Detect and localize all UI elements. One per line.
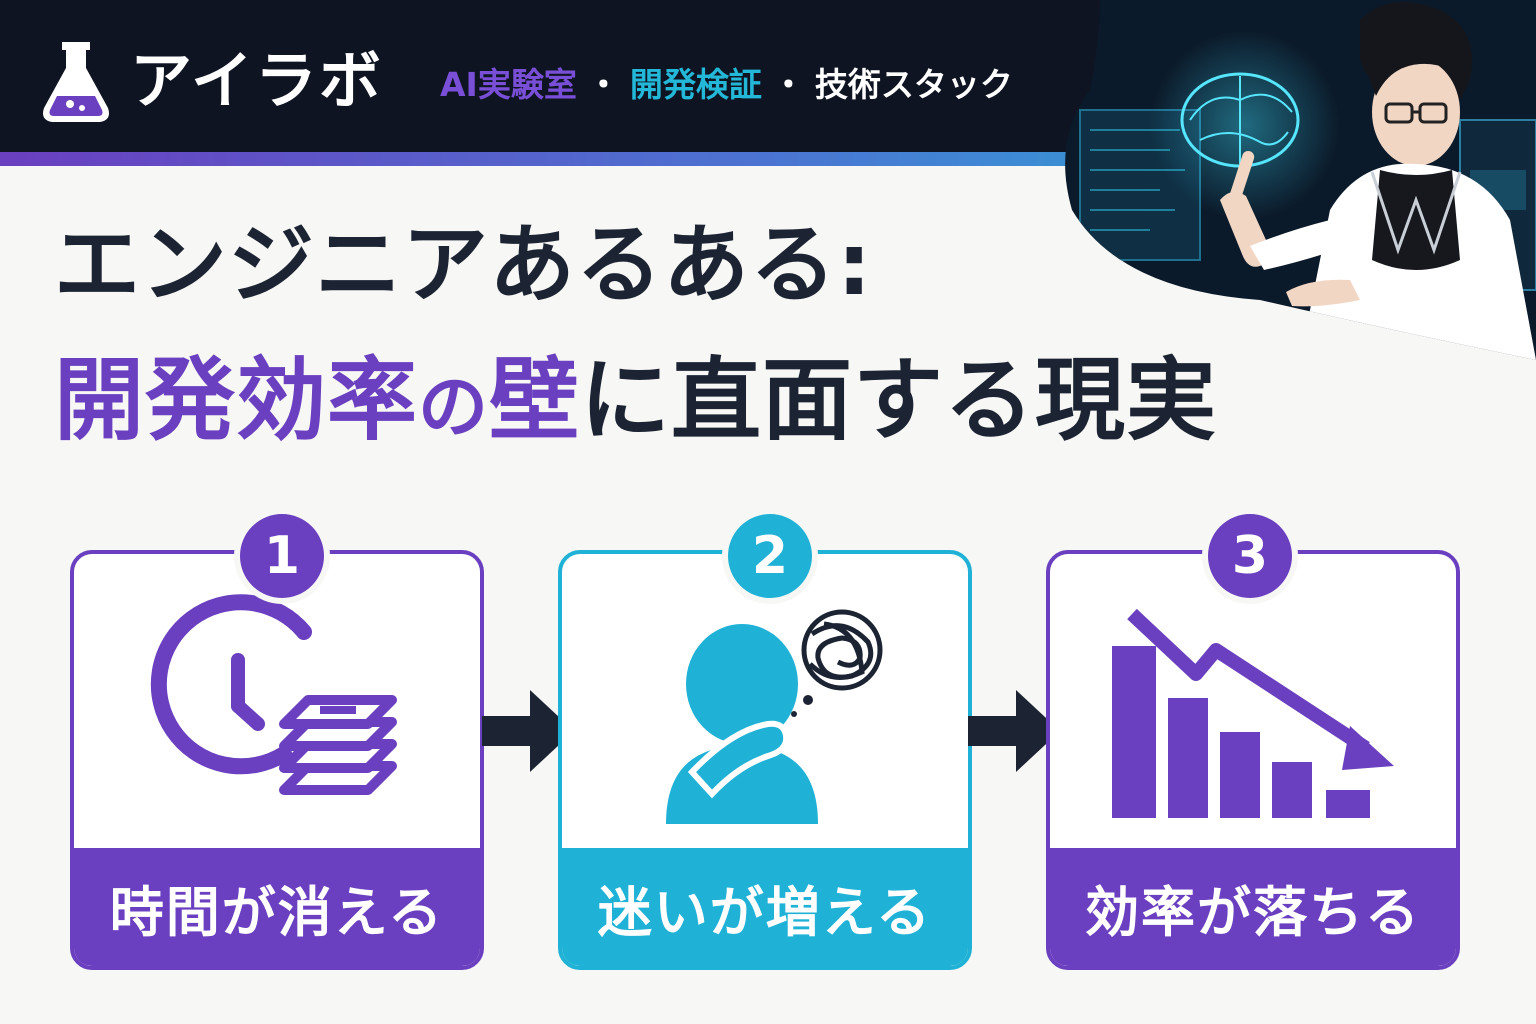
step-label-3: 効率が落ちる — [1050, 848, 1456, 966]
engineer-character-illustration — [1065, 0, 1536, 360]
page-title-line-2: 開発効率の壁に直面する現実 — [54, 356, 1217, 446]
tag-tech-stack[interactable]: 技術スタック — [814, 64, 1013, 104]
clock-documents-icon — [150, 594, 397, 795]
title-remainder: に直面する現実 — [580, 348, 1217, 453]
title-particle-no: の — [418, 366, 489, 448]
title-highlight-wall: 壁 — [489, 348, 580, 453]
step-label-1: 時間が消える — [74, 848, 480, 966]
site-logo[interactable]: アイラボ — [40, 38, 383, 124]
flask-icon — [43, 42, 109, 122]
step-number-badge-2: 2 — [722, 508, 818, 604]
step-card-3: 効率が落ちる — [1046, 550, 1460, 970]
arrow-right-icon — [968, 690, 1060, 772]
logo-text: アイラボ — [130, 44, 383, 117]
step-number-badge-1: 1 — [234, 508, 330, 604]
tag-ai-lab[interactable]: AI実験室 — [440, 64, 577, 104]
step-card-1: 時間が消える — [70, 550, 484, 970]
title-highlight-dev-efficiency: 開発効率 — [54, 348, 418, 453]
confused-person-icon — [666, 609, 883, 824]
arrow-right-icon — [482, 690, 574, 772]
tag-dev-verification[interactable]: 開発検証 — [629, 64, 762, 104]
step-number-badge-3: 3 — [1202, 508, 1298, 604]
header-tagline: AI実験室 ・ 開発検証 ・ 技術スタック — [438, 62, 1015, 106]
tag-separator: ・ — [771, 64, 805, 104]
tag-separator: ・ — [586, 64, 620, 104]
page-title-line-1: エンジニアあるある: — [54, 215, 873, 315]
step-card-2: 迷いが増える — [558, 550, 972, 970]
step-label-2: 迷いが増える — [562, 848, 968, 966]
declining-chart-icon — [1112, 608, 1394, 818]
